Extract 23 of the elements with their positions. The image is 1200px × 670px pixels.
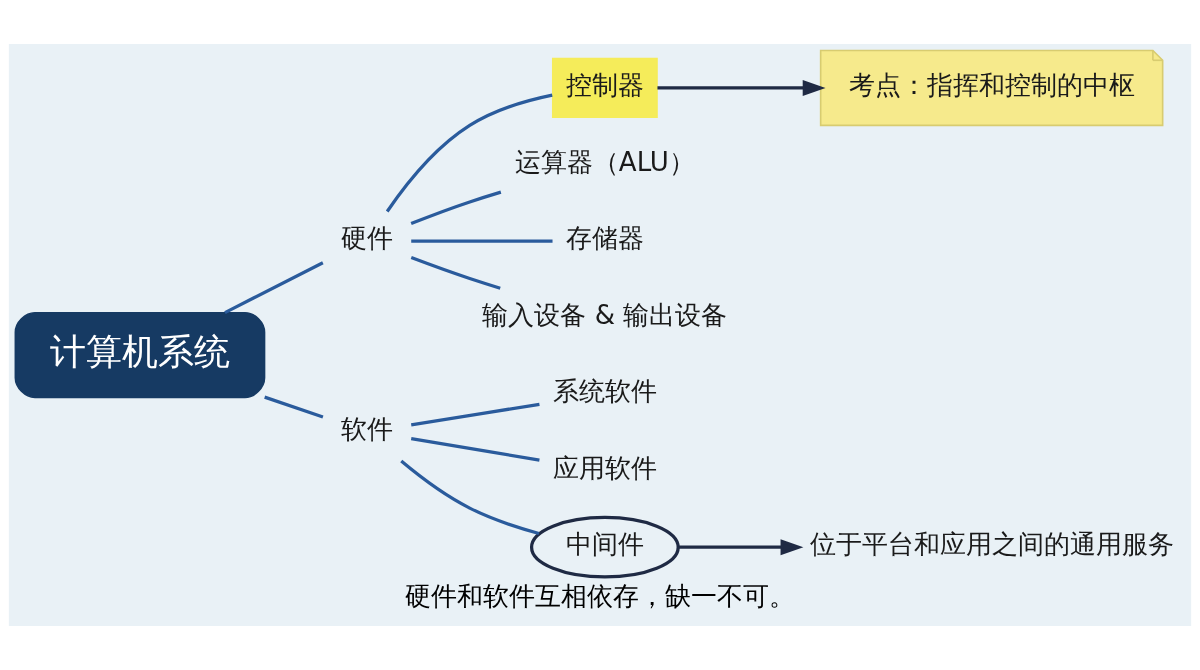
connector <box>400 459 540 536</box>
node-ellipse: 中间件 <box>529 515 680 579</box>
node-text: 运算器（ALU） <box>514 146 695 177</box>
connector <box>410 256 501 290</box>
connector <box>410 402 540 427</box>
connector <box>410 437 540 462</box>
node-box: 控制器 <box>551 57 658 119</box>
arrow <box>678 539 804 556</box>
node-text: 系统软件 <box>552 376 657 407</box>
caption: 硬件和软件互相依存，缺一不可。 <box>405 580 795 611</box>
node-text: 输入设备 & 输出设备 <box>482 299 728 330</box>
node-text: 位于平台和应用之间的通用服务 <box>809 529 1174 560</box>
connector <box>264 395 324 419</box>
connector <box>385 93 553 213</box>
node-text: 应用软件 <box>552 452 657 483</box>
connector <box>224 261 324 315</box>
connector <box>411 239 553 243</box>
node-box: 计算机系统 <box>14 311 266 399</box>
node-text: 硬件 <box>341 223 394 254</box>
node-text: 存储器 <box>565 223 644 254</box>
connector <box>410 190 502 226</box>
arrow <box>657 79 826 96</box>
node-text: 软件 <box>341 413 394 444</box>
